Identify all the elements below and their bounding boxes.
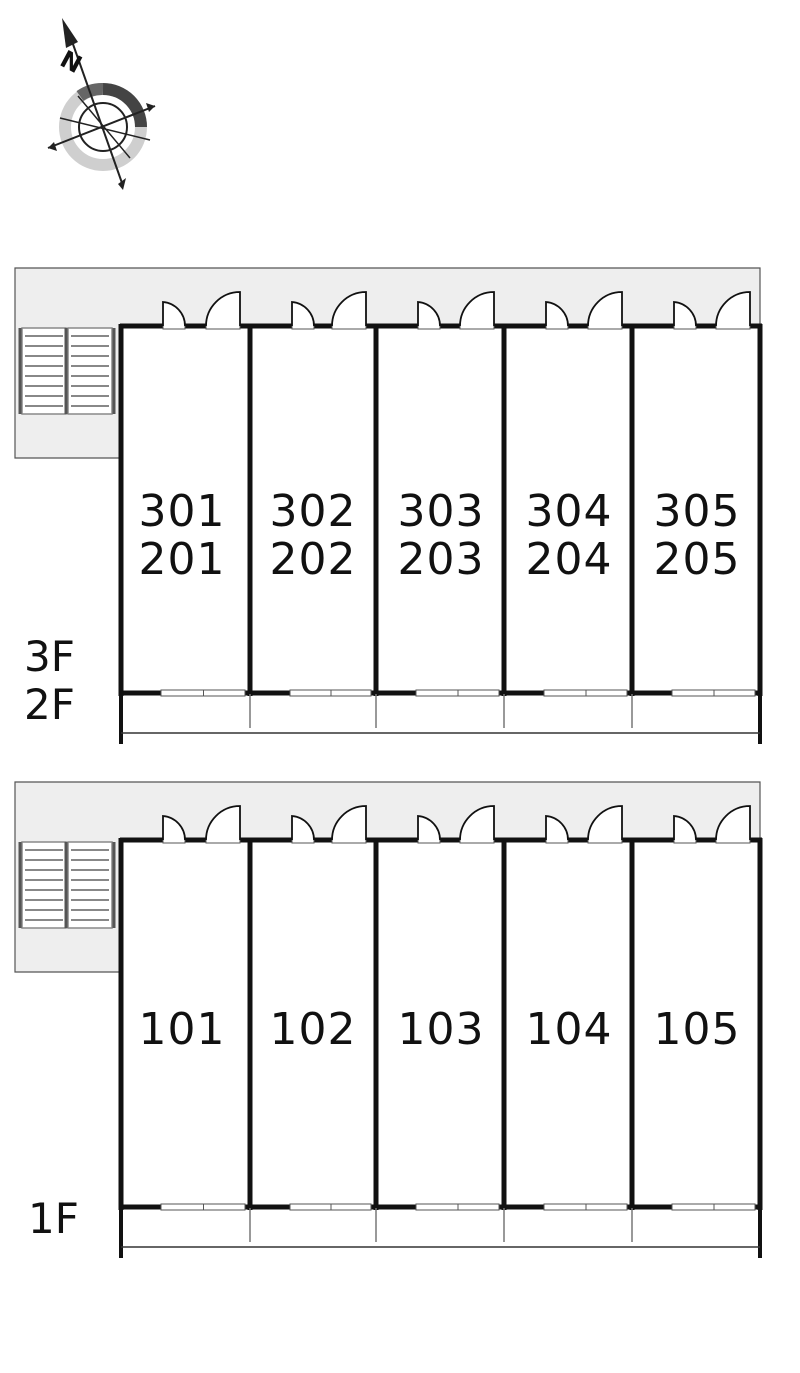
floor-label-3f: 3F xyxy=(24,632,75,681)
lower-door-small xyxy=(162,815,186,841)
upper-door-small xyxy=(545,301,569,327)
lower-door-small xyxy=(545,815,569,841)
upper-door-large xyxy=(715,291,751,327)
unit-104-label: 104 xyxy=(525,1004,613,1055)
upper-door-large xyxy=(587,291,623,327)
unit-204-label: 204 xyxy=(525,534,613,585)
lower-door-large xyxy=(715,805,751,841)
lower-staircase-1 xyxy=(21,841,67,929)
lower-door-small xyxy=(291,815,315,841)
unit-202-label: 202 xyxy=(269,534,357,585)
upper-door-small xyxy=(673,301,697,327)
unit-103-label: 103 xyxy=(397,1004,485,1055)
unit-301-label: 301 xyxy=(138,486,226,537)
lower-staircase-2 xyxy=(67,841,113,929)
lower-door-large xyxy=(331,805,367,841)
lower-door-small xyxy=(673,815,697,841)
unit-205-label: 205 xyxy=(653,534,741,585)
upper-door-large xyxy=(331,291,367,327)
lower-corridor xyxy=(14,781,761,973)
upper-door-large xyxy=(205,291,241,327)
floor-label-2f: 2F xyxy=(24,680,75,729)
unit-305-label: 305 xyxy=(653,486,741,537)
upper-door-small xyxy=(417,301,441,327)
upper-door-large xyxy=(459,291,495,327)
lower-door-large xyxy=(587,805,623,841)
upper-block-drawing xyxy=(14,267,763,744)
compass-rose-icon xyxy=(47,18,156,190)
upper-staircase-1 xyxy=(21,327,67,415)
upper-door-small xyxy=(291,301,315,327)
unit-304-label: 304 xyxy=(525,486,613,537)
unit-203-label: 203 xyxy=(397,534,485,585)
upper-staircase-2 xyxy=(67,327,113,415)
upper-door-small xyxy=(162,301,186,327)
unit-105-label: 105 xyxy=(653,1004,741,1055)
floor-label-1f: 1F xyxy=(28,1194,79,1243)
upper-corridor xyxy=(14,267,761,459)
unit-102-label: 102 xyxy=(269,1004,357,1055)
unit-101-label: 101 xyxy=(138,1004,226,1055)
unit-201-label: 201 xyxy=(138,534,226,585)
lower-door-small xyxy=(417,815,441,841)
unit-303-label: 303 xyxy=(397,486,485,537)
unit-302-label: 302 xyxy=(269,486,357,537)
lower-door-large xyxy=(459,805,495,841)
lower-block-drawing xyxy=(14,781,763,1258)
lower-door-large xyxy=(205,805,241,841)
